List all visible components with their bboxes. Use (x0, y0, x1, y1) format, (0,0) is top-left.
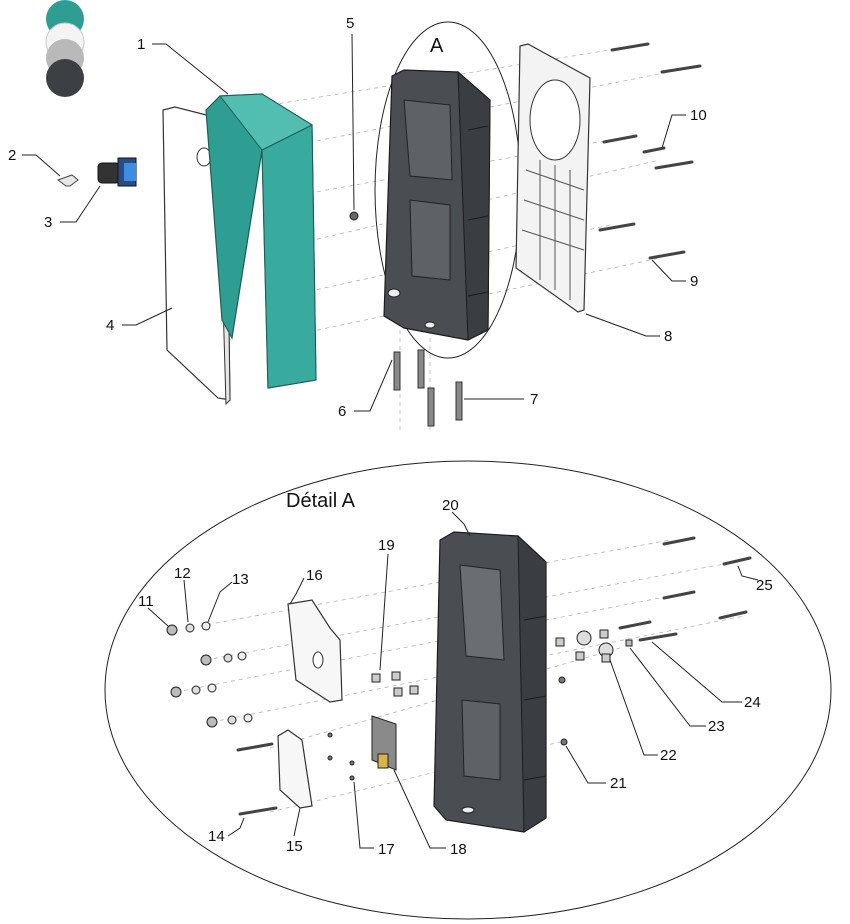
callout-6: 6 (338, 403, 346, 420)
callout-10: 10 (690, 107, 707, 124)
color-swatches (45, 0, 85, 97)
bottom-bolts (393, 349, 463, 427)
callout-7: 7 (530, 391, 538, 408)
nuts-washers-left (166, 621, 253, 728)
socket-part (97, 157, 137, 187)
circuit-board (371, 715, 397, 771)
detail-a-ellipse (104, 460, 832, 920)
callout-21: 21 (610, 775, 627, 792)
long-bolts-detail (618, 536, 752, 642)
callout-8: 8 (664, 328, 672, 345)
callout-19: 19 (378, 537, 395, 554)
callout-23: 23 (708, 718, 725, 735)
callout-24: 24 (744, 694, 761, 711)
back-frame (515, 43, 591, 313)
callout-3: 3 (44, 214, 52, 231)
callout-9: 9 (690, 273, 698, 290)
spacers-19 (371, 671, 419, 697)
callout-18: 18 (450, 841, 467, 858)
callout-4: 4 (106, 317, 114, 334)
leader-lines-bottom (147, 511, 759, 849)
bolts-14 (236, 742, 278, 816)
right-hardware (555, 629, 633, 746)
detail-a-title: Détail A (286, 490, 356, 512)
callout-1: 1 (137, 36, 145, 53)
callout-12: 12 (174, 565, 191, 582)
teal-cover (205, 93, 317, 389)
detail-a-marker: A (430, 35, 444, 57)
callout-25: 25 (756, 577, 773, 594)
callout-15: 15 (286, 838, 303, 855)
callout-14: 14 (208, 828, 225, 845)
nut-part (349, 211, 359, 221)
callout-13: 13 (232, 571, 249, 588)
callout-20: 20 (442, 497, 459, 514)
screws-17 (327, 732, 355, 781)
key-part (56, 174, 79, 187)
callout-11: 11 (138, 593, 154, 610)
callout-2: 2 (8, 147, 16, 164)
callout-5: 5 (346, 15, 354, 32)
callouts-top: 1 2 3 4 5 6 7 8 9 10 A (8, 15, 707, 420)
long-bolts-top (598, 42, 702, 260)
swatch-dark (46, 59, 84, 97)
housing-detail (433, 531, 547, 833)
plate-15 (277, 729, 313, 809)
housing-top (383, 69, 491, 341)
plate-16 (287, 599, 343, 703)
leader-lines-top (22, 33, 686, 412)
callout-22: 22 (660, 747, 677, 764)
callout-16: 16 (306, 567, 323, 584)
callout-17: 17 (378, 841, 395, 858)
callouts-bottom: 11 12 13 14 15 16 17 18 19 20 21 22 23 2… (138, 497, 773, 858)
